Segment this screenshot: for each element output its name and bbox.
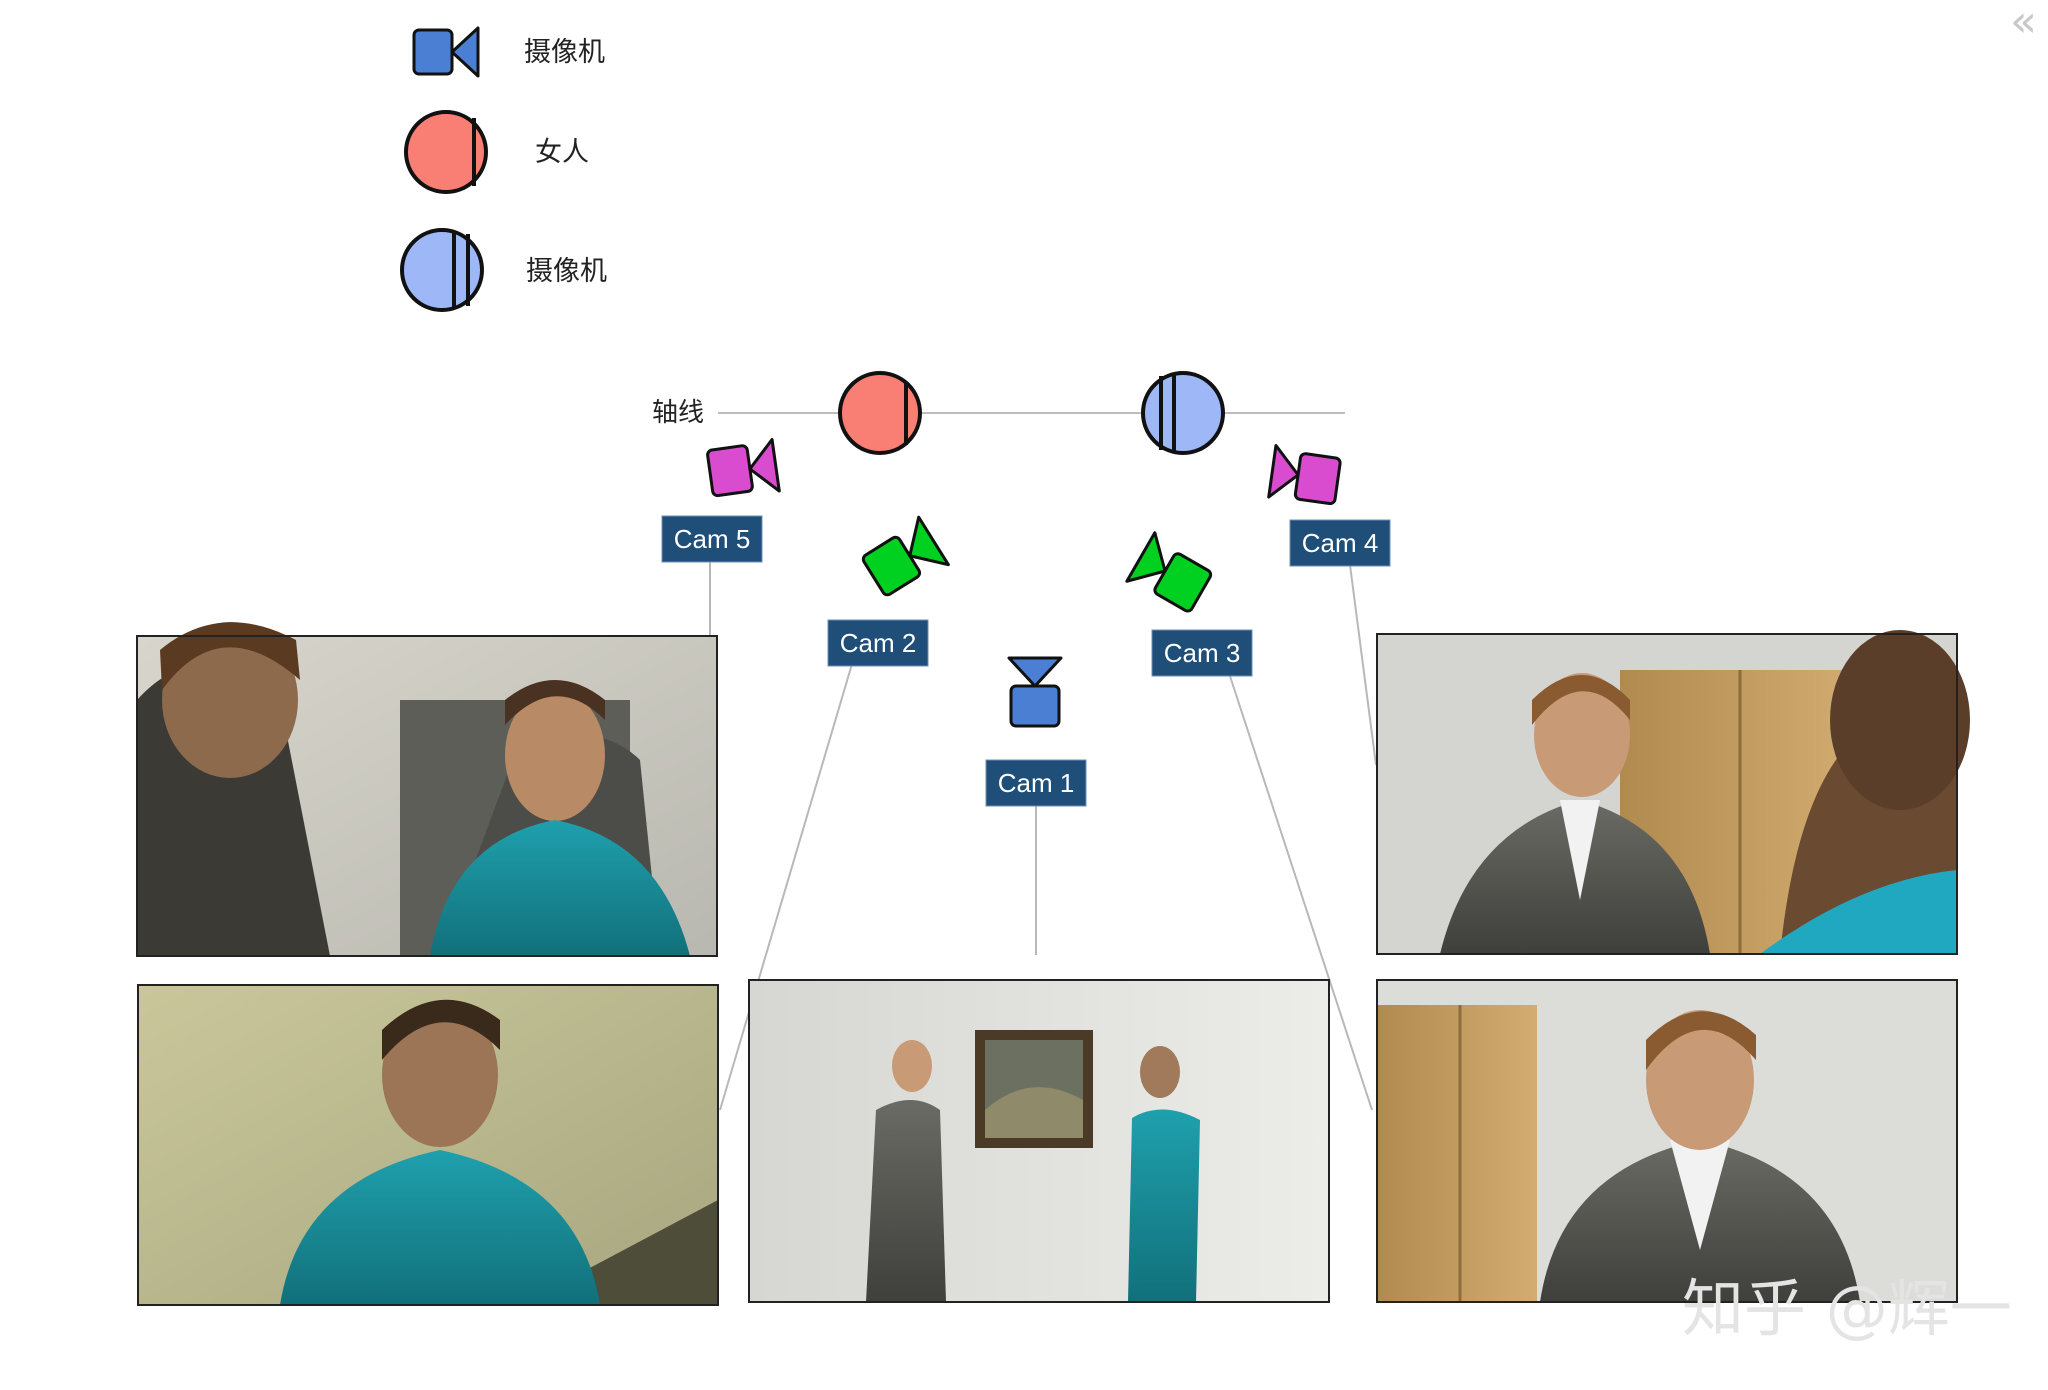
cam1-icon <box>1007 656 1063 728</box>
legend-woman-label: 女人 <box>535 137 589 168</box>
legend-camera-label: 摄像机 <box>524 37 605 68</box>
legend-woman-icon <box>404 110 488 194</box>
cam4-label[interactable]: Cam 4 <box>1289 519 1391 567</box>
cam3-label[interactable]: Cam 3 <box>1151 629 1253 677</box>
woman-marker <box>838 371 922 455</box>
cam3-icon <box>1125 531 1213 613</box>
cam4-icon <box>1267 444 1342 506</box>
cam2-label[interactable]: Cam 2 <box>827 619 929 667</box>
cam1-label-text: Cam 1 <box>998 768 1075 798</box>
legend-camera-icon <box>412 26 480 78</box>
cam2-icon <box>861 515 950 597</box>
cam2-label-text: Cam 2 <box>840 628 917 658</box>
cam2-shot-image <box>137 984 719 1306</box>
legend-man-icon <box>400 228 484 312</box>
watermark: 知乎 @辉一 <box>1682 1272 2012 1345</box>
man-marker <box>1141 371 1225 455</box>
legend-man-label: 摄像机 <box>526 256 607 287</box>
cam5-label-text: Cam 5 <box>674 524 751 554</box>
axis-label: 轴线 <box>652 398 704 428</box>
cam1-label[interactable]: Cam 1 <box>985 759 1087 807</box>
collapse-icon[interactable]: « <box>2010 0 2037 47</box>
cam4-shot-image <box>1376 630 1970 955</box>
cam3-shot-image <box>1376 979 1958 1303</box>
cam1-shot-image <box>748 979 1330 1303</box>
cam5-label[interactable]: Cam 5 <box>661 515 763 563</box>
cam3-label-text: Cam 3 <box>1164 638 1241 668</box>
cam5-icon <box>706 438 781 498</box>
cam5-shot-image <box>136 622 718 957</box>
legend: 摄像机 女人 摄像机 <box>400 26 607 312</box>
cam4-label-text: Cam 4 <box>1302 528 1379 558</box>
